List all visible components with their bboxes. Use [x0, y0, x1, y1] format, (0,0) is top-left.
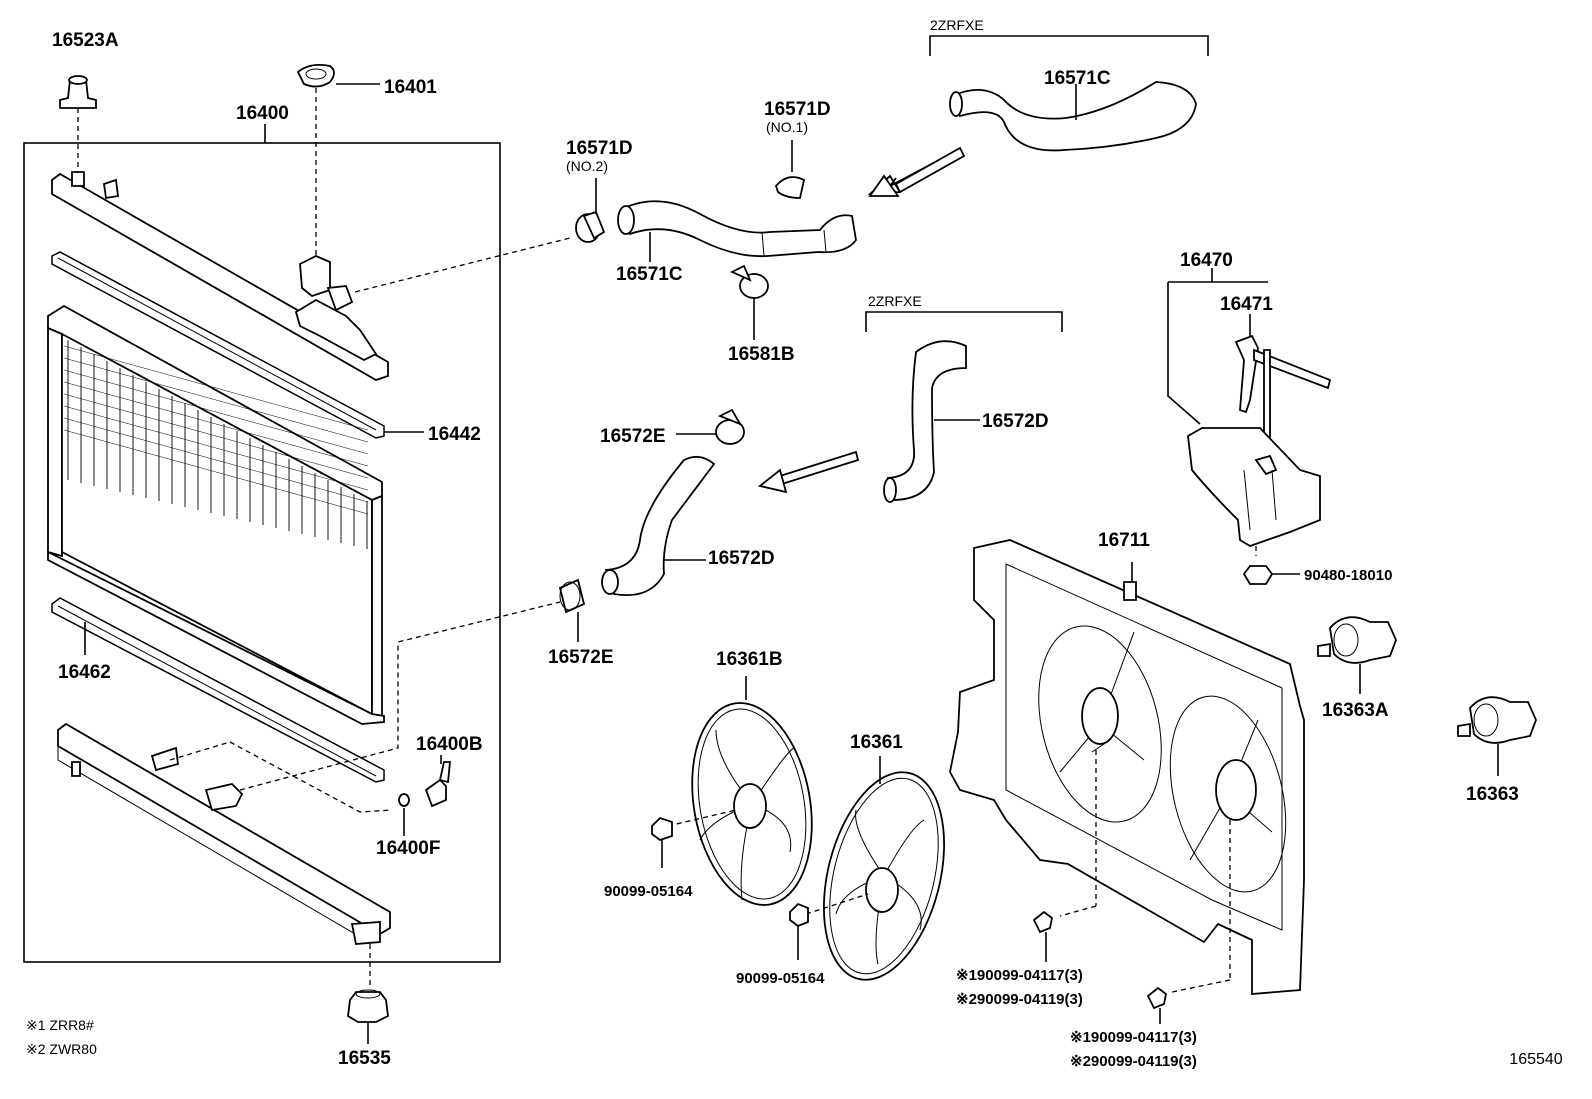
reservoir-tank-16470	[1187, 427, 1321, 556]
label-16400B: 16400B	[416, 734, 483, 755]
fan-16361B	[667, 676, 813, 906]
bracket-2zrfxe-lower	[865, 311, 1063, 332]
lower-gasket	[51, 597, 385, 783]
drain-cock-part	[398, 755, 451, 836]
fan-shroud	[949, 539, 1305, 995]
reservoir-bracket	[1167, 268, 1268, 425]
label-16363: 16363	[1466, 784, 1519, 805]
label-16571D-no2: 16571D	[566, 138, 633, 159]
label-90099-05164-a: 90099-05164	[604, 883, 693, 900]
figure-number: 165540	[1509, 1051, 1562, 1068]
lower-hose	[601, 455, 716, 596]
shroud-bolt-2	[1146, 986, 1167, 1024]
upper-hose-clamp-no2	[575, 178, 606, 243]
label-2zrfxe-lower: 2ZRFXE	[868, 293, 922, 309]
label-16571C-upper: 16571C	[1044, 68, 1111, 89]
radiator-fin-row	[63, 429, 369, 515]
label-no2: (NO.2)	[566, 158, 608, 174]
direction-arrow-lower	[757, 450, 860, 494]
label-16523A: 16523A	[52, 30, 119, 51]
lower-tank	[57, 601, 561, 988]
label-16470: 16470	[1180, 250, 1233, 271]
label-16572E-bottom: 16572E	[548, 647, 614, 668]
bracket-2zrfxe-upper	[929, 35, 1209, 56]
label-16535: 16535	[338, 1048, 391, 1069]
upper-hose-clamp-no1	[774, 140, 806, 199]
label-no1: (NO.1)	[766, 119, 808, 135]
label-16571C-lower: 16571C	[616, 264, 683, 285]
upper-cushion-part	[59, 75, 97, 178]
label-16400F: 16400F	[376, 838, 440, 859]
label-bolt-2a: ※190099-04117(3)	[1070, 1029, 1197, 1046]
label-16361B: 16361B	[716, 649, 783, 670]
shroud-bolt-1	[1032, 910, 1053, 962]
radiator-fin-row	[63, 357, 369, 443]
upper-hose-alt	[949, 81, 1197, 152]
label-16462: 16462	[58, 662, 111, 683]
fan-nut-2	[789, 902, 809, 960]
upper-hose-2zr	[617, 200, 857, 262]
fan-nut-1	[651, 816, 673, 868]
label-90099-05164-b: 90099-05164	[736, 970, 825, 987]
lower-hose-alt	[883, 340, 980, 503]
lower-cushion-part	[347, 989, 389, 1044]
reservoir-hose-16471	[1234, 334, 1332, 441]
radiator-fin-row	[63, 393, 369, 479]
radiator-fin-row	[63, 381, 369, 467]
label-bolt-2b: ※290099-04119(3)	[1070, 1053, 1197, 1070]
label-bolt-1a: ※190099-04117(3)	[956, 967, 1083, 984]
radiator-cap-part	[296, 63, 380, 258]
radiator-fin-row	[63, 369, 369, 455]
label-16361: 16361	[850, 732, 903, 753]
lower-hose-clamp-bottom	[558, 578, 586, 642]
label-90480-18010: 90480-18010	[1304, 567, 1392, 584]
label-bolt-1b: ※290099-04119(3)	[956, 991, 1083, 1008]
label-16400: 16400	[236, 103, 289, 124]
lower-hose-clamp-top	[676, 408, 745, 445]
upper-tank	[51, 171, 571, 381]
label-16363A: 16363A	[1322, 700, 1389, 721]
label-16442: 16442	[428, 424, 481, 445]
radiator-fin-row	[63, 405, 369, 491]
fan-motor-16363	[1457, 696, 1537, 776]
radiator-fin-row	[63, 345, 369, 431]
radiator-core	[47, 304, 385, 725]
label-16401: 16401	[384, 77, 437, 98]
direction-arrow-upper	[867, 146, 966, 197]
label-16572D-upper: 16572D	[982, 411, 1049, 432]
label-16711: 16711	[1098, 530, 1150, 551]
note-1: ※1 ZRR8#	[26, 1017, 94, 1033]
label-16471: 16471	[1220, 294, 1273, 315]
label-2zrfxe-upper: 2ZRFXE	[930, 17, 984, 33]
label-16572D-lower: 16572D	[708, 548, 775, 569]
hose-clamp-16581B	[729, 264, 769, 340]
label-16581B: 16581B	[728, 344, 795, 365]
fan-motor-16363A	[1317, 616, 1397, 694]
reservoir-cap-90480	[1242, 565, 1300, 585]
radiator-assembly-box	[23, 124, 501, 963]
radiator-fin-row	[63, 417, 369, 503]
label-16571D-no1: 16571D	[764, 99, 831, 120]
note-2: ※2 ZWR80	[26, 1041, 97, 1057]
upper-gasket	[51, 251, 424, 439]
fan-16361	[805, 756, 945, 981]
label-16572E-top: 16572E	[600, 426, 666, 447]
